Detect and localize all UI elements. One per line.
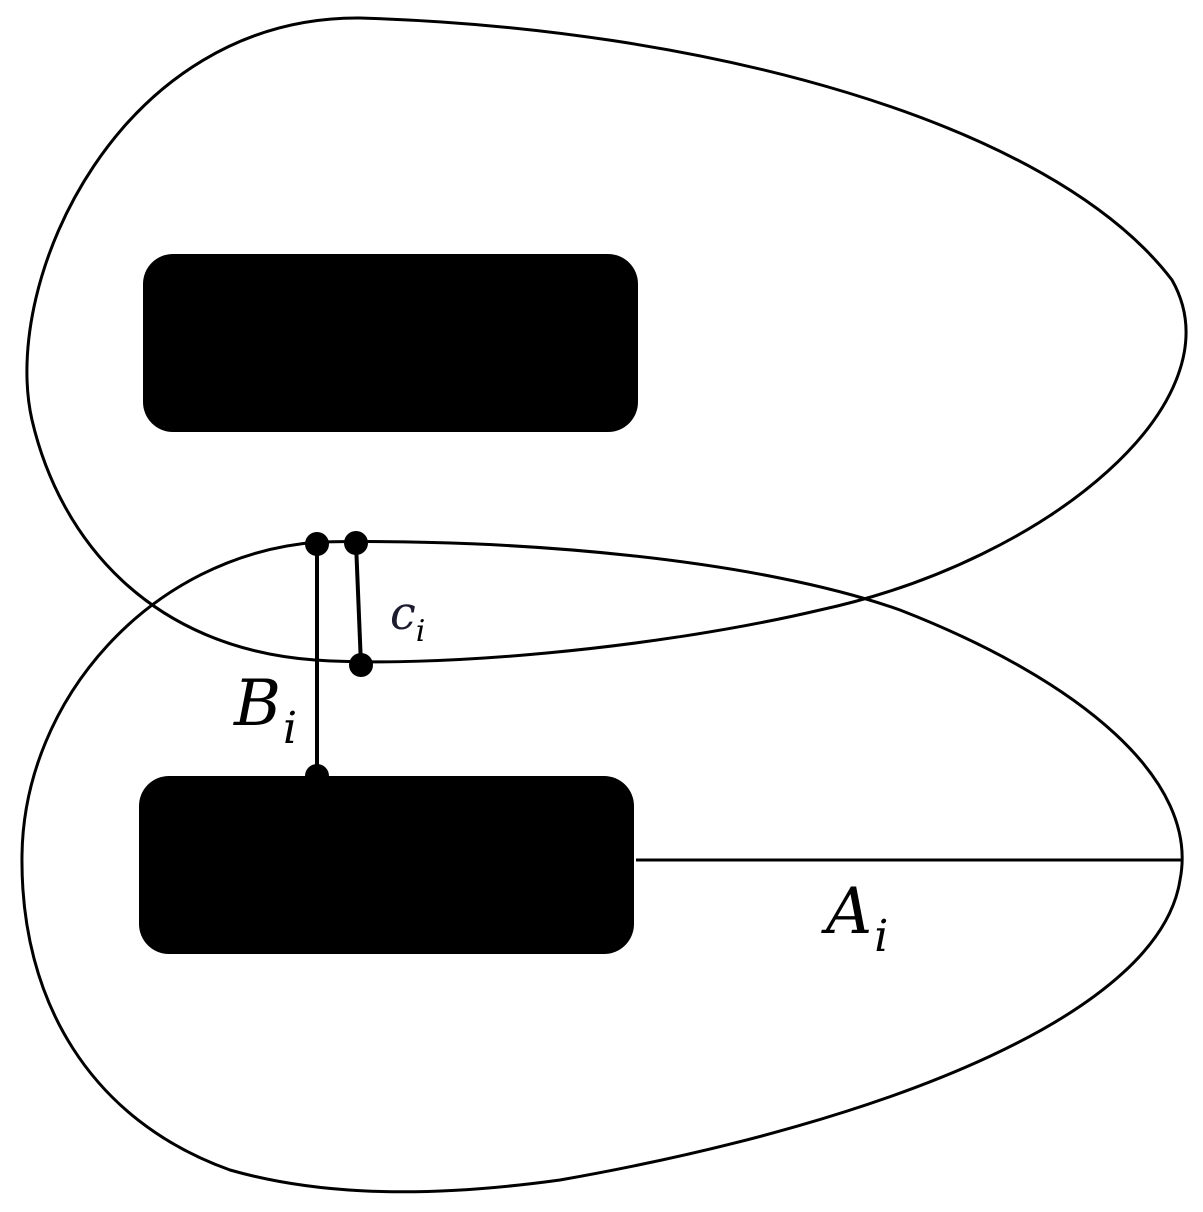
lower-car (139, 776, 634, 954)
lower-zone-outline (20, 540, 1184, 1194)
upper-car (143, 254, 638, 432)
label-a-main: A (826, 875, 873, 949)
c-measure-line (354, 542, 363, 666)
upper-zone-outline (25, 16, 1188, 664)
c-bottom-endpoint (349, 653, 373, 677)
b-top-endpoint (305, 532, 329, 556)
label-c-main: c (390, 586, 416, 640)
label-c: ci (390, 590, 425, 647)
label-b-main: B (234, 667, 282, 741)
label-a: Ai (826, 880, 888, 959)
label-a-sub: i (874, 911, 889, 962)
label-c-sub: i (415, 614, 426, 649)
label-b-sub: i (283, 703, 298, 754)
label-b: Bi (234, 672, 297, 751)
b-bottom-endpoint (305, 764, 329, 788)
c-top-endpoint (344, 531, 368, 555)
